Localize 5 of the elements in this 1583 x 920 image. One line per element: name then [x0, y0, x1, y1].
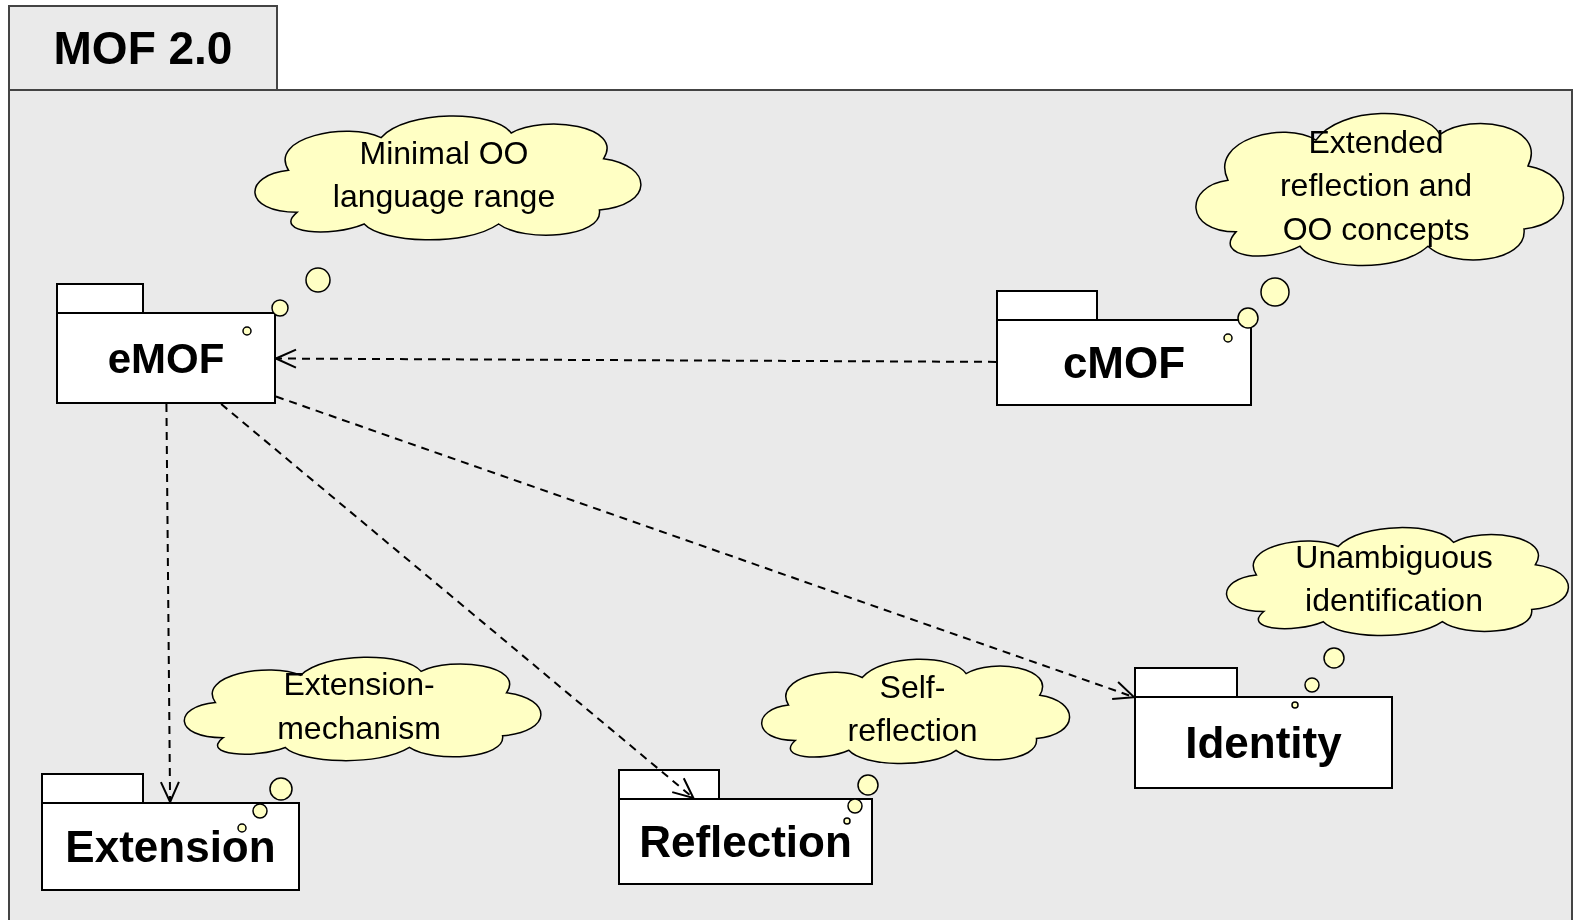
dependency-arrow	[275, 395, 1135, 700]
dependency-arrow	[275, 348, 997, 369]
dependency-arrow	[159, 403, 180, 803]
title-tab: MOF 2.0	[8, 5, 278, 91]
dependency-arrow	[220, 403, 695, 799]
